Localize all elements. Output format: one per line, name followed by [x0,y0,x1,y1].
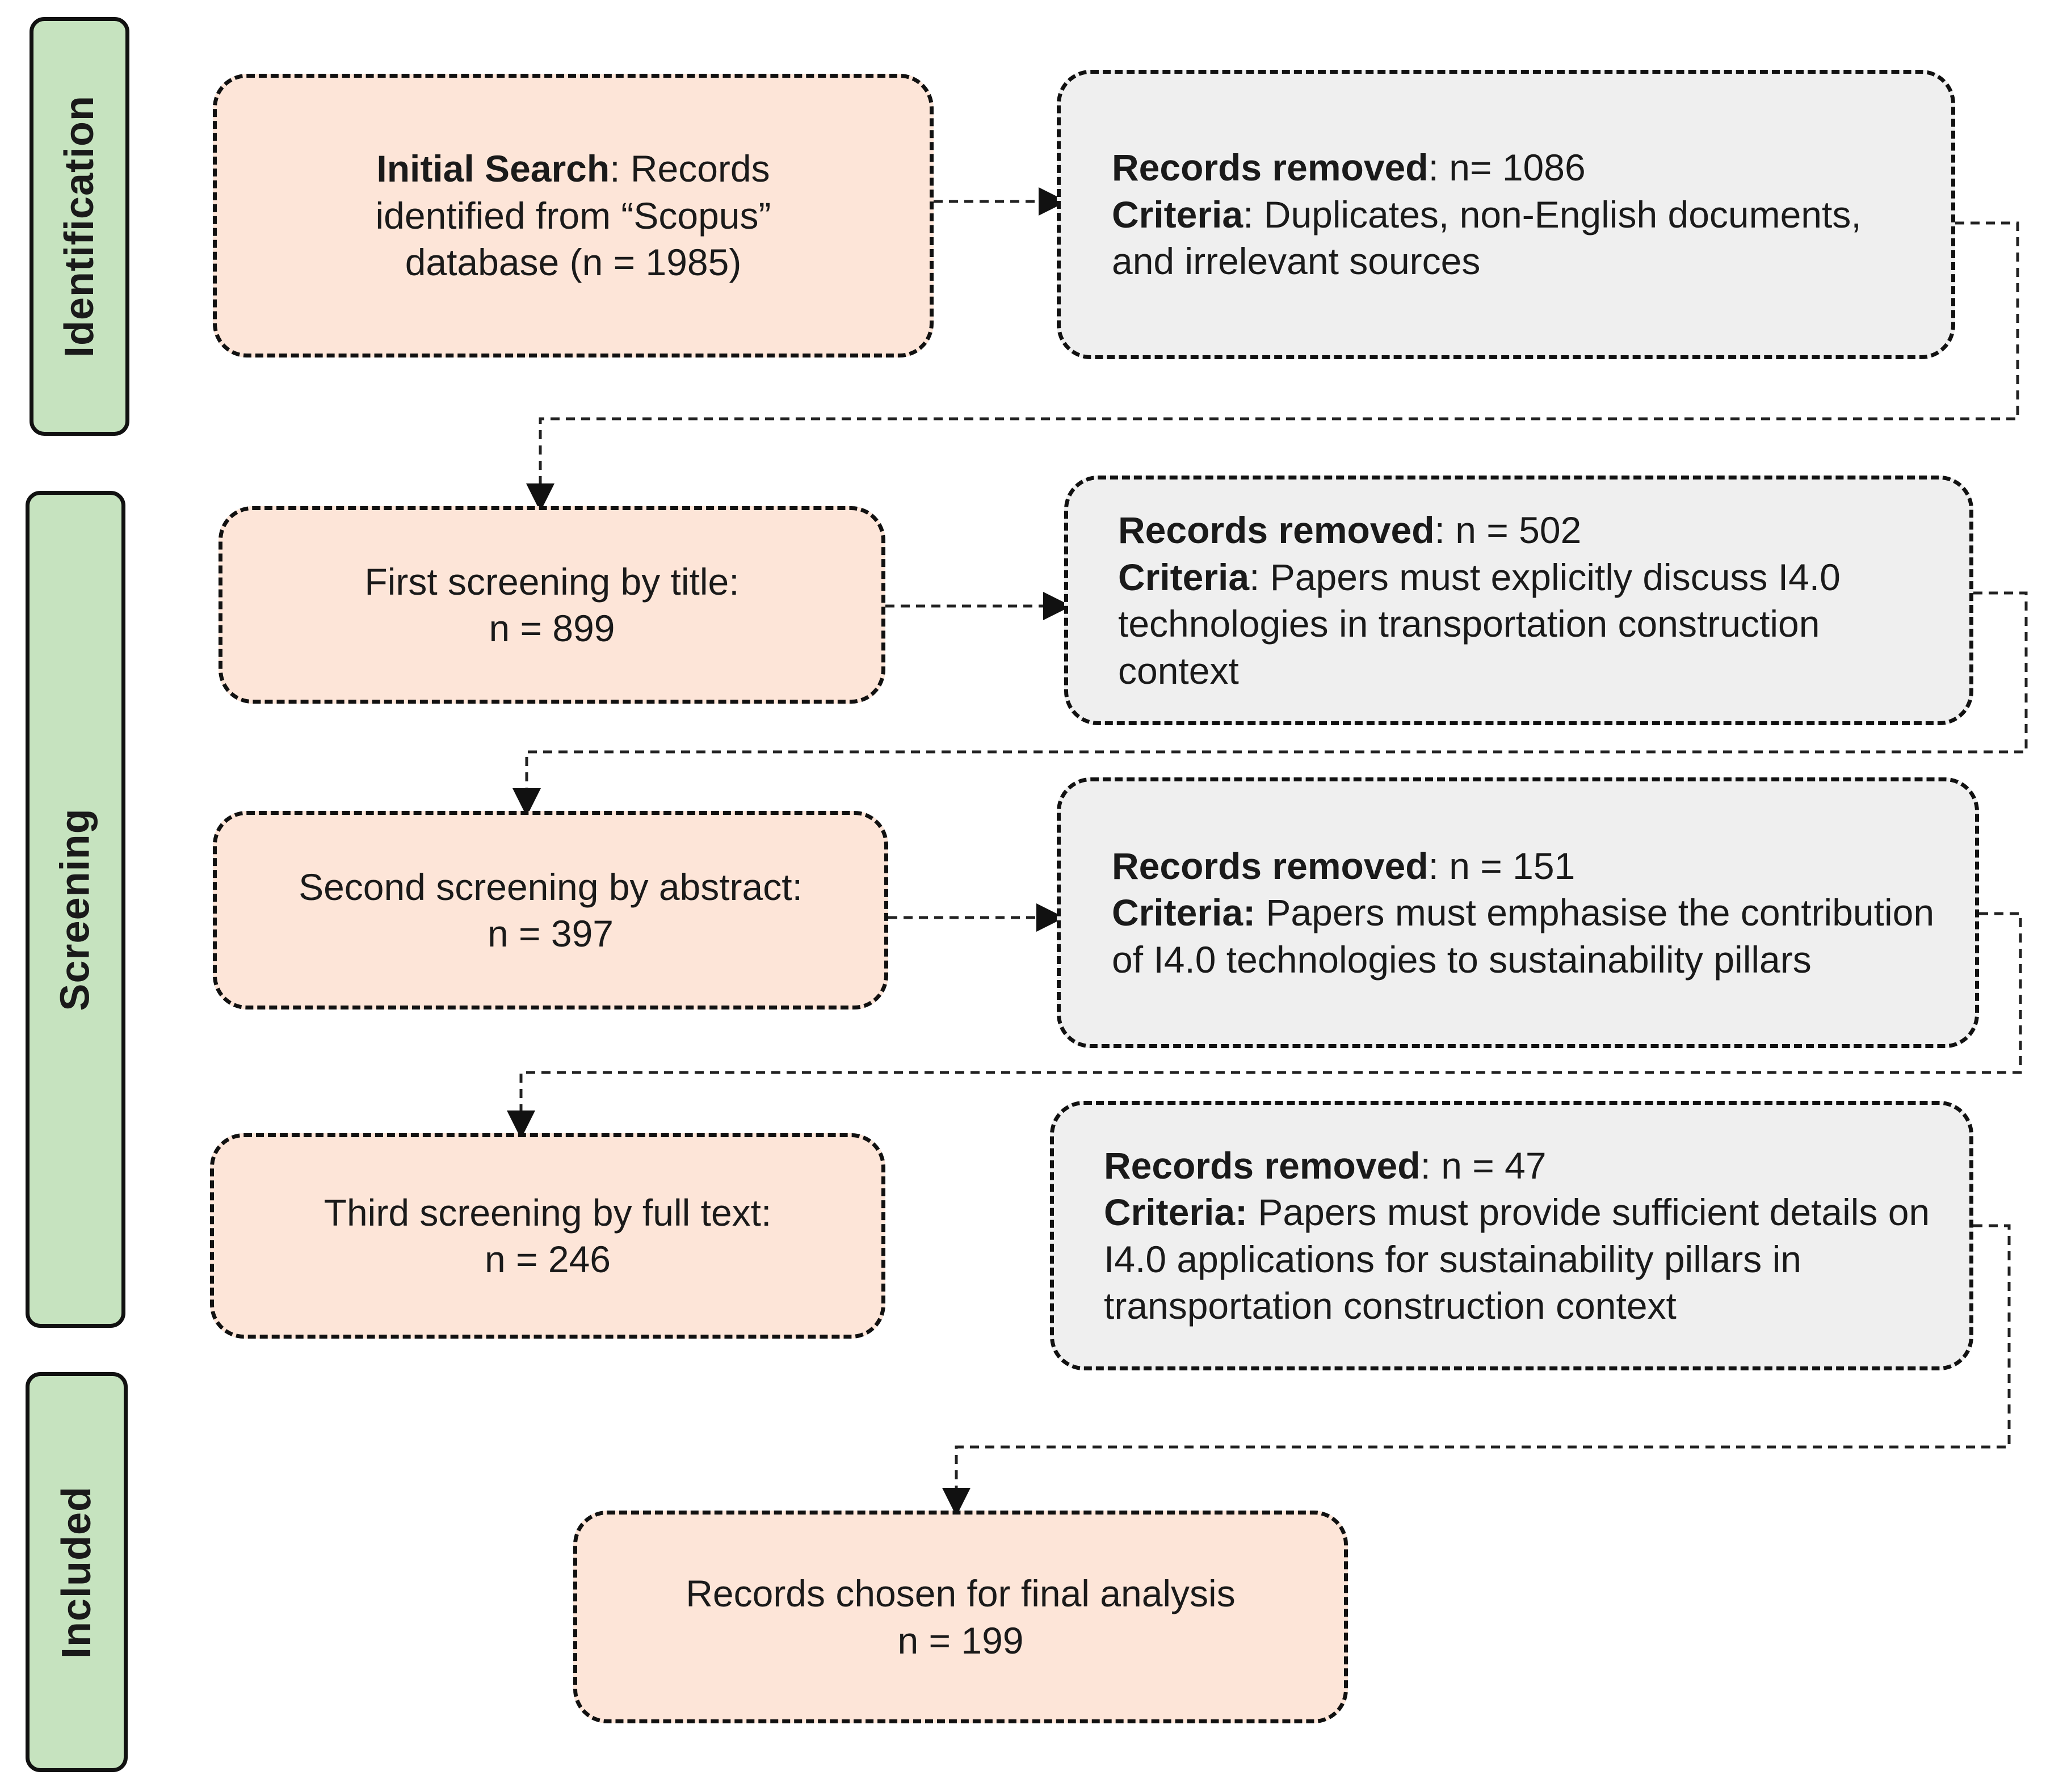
second-screening-count: n = 397 [487,912,614,954]
criteria-text: : Duplicates, non-English documents, and… [1112,193,1862,283]
criteria-label: Criteria [1118,556,1250,598]
records-removed-box-3: Records removed: n = 151 Criteria: Paper… [1057,777,1979,1048]
second-screening-label: Second screening by abstract: [299,865,803,908]
criteria-label: Criteria: [1104,1191,1248,1233]
stage-identification: Identification [30,17,129,436]
records-removed-label: Records removed [1118,509,1435,551]
records-removed-label: Records removed [1112,146,1429,189]
initial-search-label: Initial Search [376,148,610,190]
criteria-text: : Papers must explicitly discuss I4.0 te… [1118,556,1841,692]
records-removed-box-1: Records removed: n= 1086 Criteria: Dupli… [1057,70,1955,359]
records-removed-box-2: Records removed: n = 502 Criteria: Paper… [1064,476,1973,725]
third-screening-box: Third screening by full text: n = 246 [210,1133,885,1339]
first-screening-count: n = 899 [489,607,615,649]
final-analysis-box: Records chosen for final analysis n = 19… [573,1511,1348,1723]
first-screening-box: First screening by title: n = 899 [219,506,885,704]
stage-identification-label: Identification [57,95,102,357]
stage-included: Included [26,1372,128,1772]
records-removed-count: : n= 1086 [1428,146,1586,189]
criteria-label: Criteria [1112,193,1243,235]
initial-search-description: : Records identified from “Scopus” datab… [375,148,771,284]
initial-search-text: Initial Search: Records identified from … [329,145,817,286]
criteria-text: Papers must emphasise the contribution o… [1112,891,1935,981]
records-removed-count: : n = 47 [1420,1144,1547,1187]
stage-included-label: Included [54,1486,100,1659]
records-removed-box-4: Records removed: n = 47 Criteria: Papers… [1050,1101,1973,1370]
initial-search-box: Initial Search: Records identified from … [213,74,934,357]
final-analysis-label: Records chosen for final analysis [686,1572,1236,1614]
first-screening-label: First screening by title: [364,560,740,603]
final-analysis-count: n = 199 [897,1619,1024,1661]
records-removed-label: Records removed [1112,844,1429,887]
second-screening-box: Second screening by abstract: n = 397 [213,811,888,1009]
criteria-label: Criteria: [1112,891,1256,934]
records-removed-count: : n = 502 [1434,509,1582,551]
stage-screening-label: Screening [53,807,98,1011]
records-removed-count: : n = 151 [1428,844,1576,887]
records-removed-label: Records removed [1104,1144,1421,1187]
criteria-text: Papers must provide sufficient details o… [1104,1191,1930,1327]
stage-screening: Screening [26,491,125,1328]
third-screening-label: Third screening by full text: [324,1191,772,1234]
third-screening-count: n = 246 [484,1238,611,1280]
